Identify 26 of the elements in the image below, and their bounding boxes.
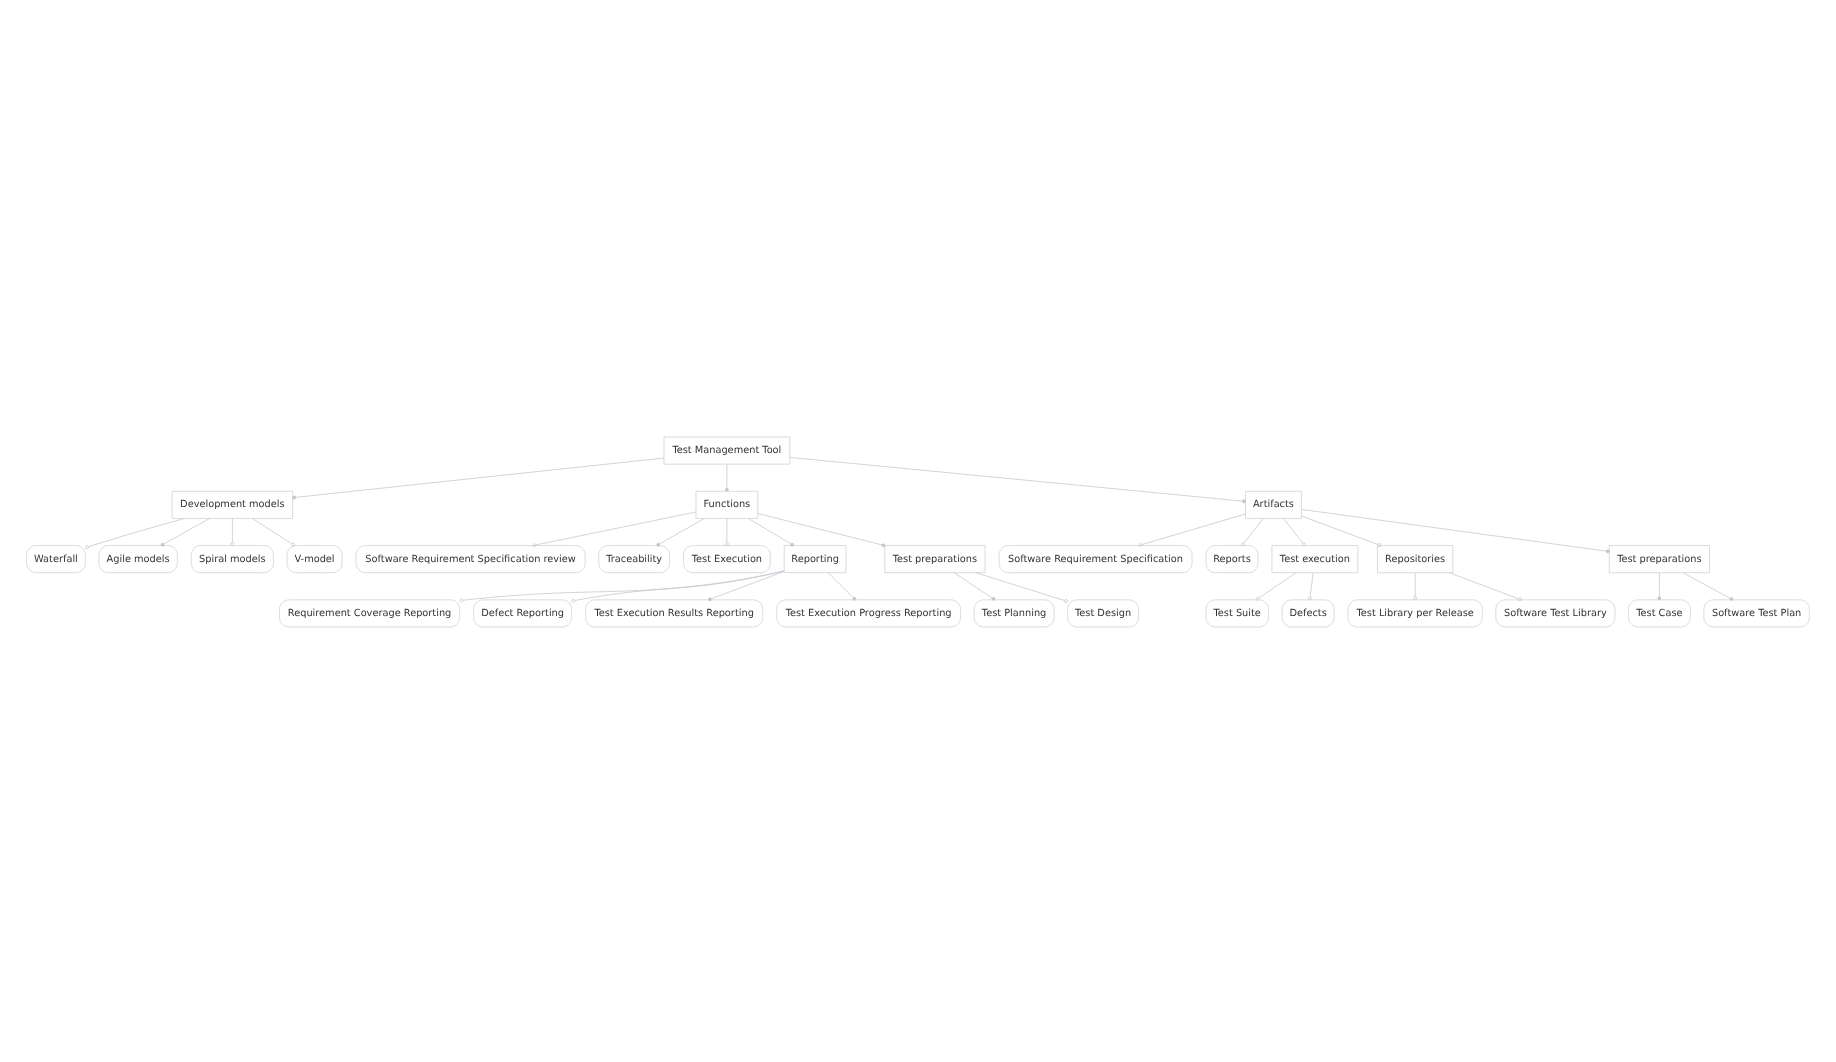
connector: [1682, 571, 1734, 600]
connector: [757, 512, 886, 547]
connector: [748, 517, 795, 546]
connector: [656, 517, 705, 546]
connector: [252, 517, 295, 546]
connector: [292, 456, 665, 499]
connector: [1241, 517, 1264, 546]
connector: [1283, 517, 1306, 546]
connector: [789, 456, 1246, 503]
connector: [532, 510, 697, 547]
connector: [827, 571, 857, 600]
connector: [953, 571, 996, 600]
connector: [230, 517, 235, 545]
connector: [1301, 514, 1382, 546]
connector: [1308, 571, 1314, 600]
connector: [1301, 508, 1610, 553]
connector: [1449, 571, 1522, 601]
connector: [1657, 571, 1662, 600]
connector: [85, 517, 185, 549]
connector: [160, 517, 210, 546]
connector: [975, 571, 1068, 602]
connector: [1255, 571, 1297, 600]
connector: [459, 569, 785, 602]
connector: [1138, 512, 1246, 546]
connector: [571, 569, 785, 602]
connector: [708, 570, 785, 601]
